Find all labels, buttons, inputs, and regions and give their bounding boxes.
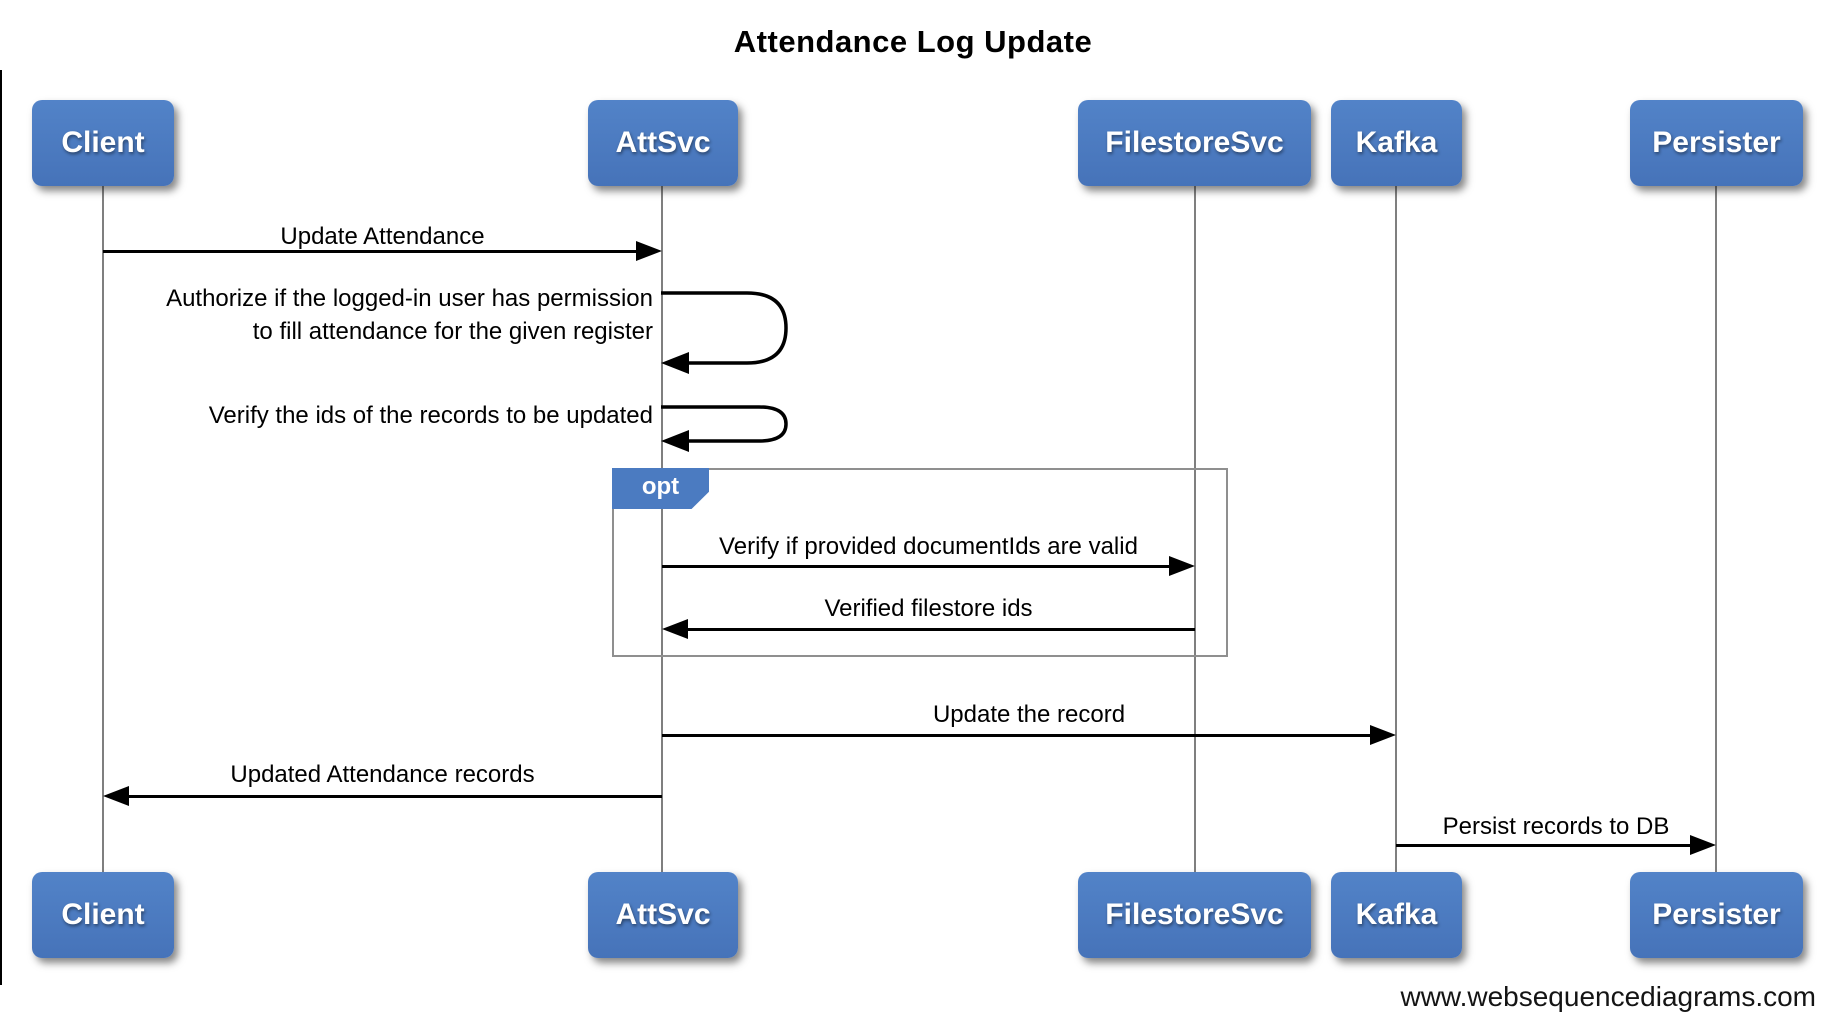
diagram-title: Attendance Log Update (733, 24, 1093, 59)
actor-client-bottom: Client (32, 872, 174, 958)
arrowhead-icon (103, 786, 129, 806)
arrowhead-icon (1169, 556, 1195, 576)
actor-persister-top: Persister (1630, 100, 1803, 186)
actor-attsvc-bottom: AttSvc (588, 872, 738, 958)
arrowhead-icon (636, 241, 662, 261)
message-arrow-update-the-record (662, 734, 1370, 737)
actor-label: FilestoreSvc (1105, 898, 1284, 931)
actor-label: Client (61, 898, 145, 931)
message-arrow-persist-records (1396, 844, 1690, 847)
lifeline-attsvc (661, 186, 663, 872)
actor-label: Persister (1652, 126, 1781, 159)
message-label-update-the-record: Update the record (932, 701, 1126, 728)
message-label-verify-document-ids: Verify if provided documentIds are valid (719, 533, 1138, 560)
arrowhead-icon (661, 430, 689, 452)
self-loop-arrow (661, 291, 788, 374)
actor-filestoresvc-top: FilestoreSvc (1078, 100, 1311, 186)
message-label-line: Authorize if the logged-in user has perm… (166, 285, 653, 312)
lifeline-client (102, 186, 104, 872)
lifeline-filestoresvc (1194, 186, 1196, 872)
websequencediagrams-credit: www.websequencediagrams.com (1400, 981, 1816, 1012)
actor-label: Kafka (1355, 126, 1438, 159)
actor-client-top: Client (32, 100, 174, 186)
actor-filestoresvc-bottom: FilestoreSvc (1078, 872, 1311, 958)
arrowhead-icon (1690, 835, 1716, 855)
message-label-line: to fill attendance for the given registe… (252, 318, 653, 345)
opt-fragment-tag: opt (612, 468, 709, 509)
actor-label: AttSvc (615, 126, 711, 159)
opt-fragment-box (612, 468, 1228, 657)
message-label-verify-record-ids: Verify the ids of the records to be upda… (208, 402, 653, 429)
arrowhead-icon (1370, 725, 1396, 745)
message-label-updated-attendance-records: Updated Attendance records (230, 761, 535, 788)
actor-persister-bottom: Persister (1630, 872, 1803, 958)
message-arrow-updated-attendance-records (129, 795, 662, 798)
message-arrow-verify-document-ids (662, 565, 1169, 568)
actor-label: Kafka (1355, 898, 1438, 931)
message-label-verified-filestore-ids: Verified filestore ids (824, 595, 1033, 622)
actor-attsvc-top: AttSvc (588, 100, 738, 186)
arrowhead-icon (661, 352, 689, 374)
window-edge-line (0, 70, 2, 985)
actor-label: Persister (1652, 898, 1781, 931)
actor-label: FilestoreSvc (1105, 126, 1284, 159)
actor-kafka-bottom: Kafka (1331, 872, 1462, 958)
arrowhead-icon (662, 619, 688, 639)
message-label-persist-records: Persist records to DB (1442, 813, 1670, 840)
message-arrow-update-attendance (103, 250, 636, 253)
lifeline-kafka (1395, 186, 1397, 872)
self-loop-arrow (661, 405, 788, 452)
actor-label: AttSvc (615, 898, 711, 931)
message-label-authorize: Authorize if the logged-in user has perm… (80, 282, 653, 348)
message-label-update-attendance: Update Attendance (280, 223, 485, 250)
message-arrow-verified-filestore-ids (688, 628, 1195, 631)
lifeline-persister (1715, 186, 1717, 872)
actor-label: Client (61, 126, 145, 159)
actor-kafka-top: Kafka (1331, 100, 1462, 186)
